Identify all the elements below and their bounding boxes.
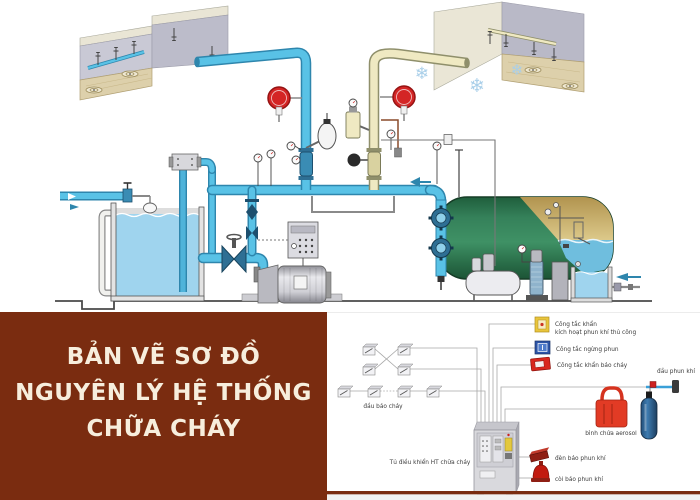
flow-arrow-icon bbox=[68, 193, 76, 200]
accelerator bbox=[345, 111, 361, 139]
snowflake-icons: ❄ ❄ ❄ bbox=[415, 61, 523, 97]
air-compressor bbox=[465, 253, 521, 301]
alarm-schematic: đầu báo cháy bbox=[327, 316, 700, 500]
fire-detector-icon bbox=[397, 363, 414, 376]
discharge-lamp-label: đèn báo phun khí bbox=[555, 455, 606, 462]
discharge-horn bbox=[531, 461, 550, 482]
stop-discharge-switch bbox=[534, 340, 551, 355]
alarm-gong-icon bbox=[267, 86, 291, 123]
title-box: BẢN VẼ SƠ ĐỒ NGUYÊN LÝ HỆ THỐNG CHỮA CHÁ… bbox=[0, 312, 327, 500]
concealed-sprinkler-icon bbox=[121, 70, 139, 78]
fire-detector-icon bbox=[367, 385, 384, 398]
water-storage-tank bbox=[110, 202, 205, 302]
control-cabinet-label: Tủ điều khiển HT chữa cháy bbox=[389, 458, 471, 466]
dry-pipe-valve bbox=[345, 98, 442, 184]
gate-valve bbox=[221, 233, 247, 274]
alarm-gong-icon bbox=[392, 85, 416, 122]
aerosol-container bbox=[595, 386, 628, 428]
snowflake-icon: ❄ bbox=[511, 61, 524, 79]
gas-nozzle-label: đầu phun khí bbox=[657, 367, 695, 375]
fire-detector-icon bbox=[362, 363, 379, 376]
discharge-horn-label: còi báo phun khí bbox=[555, 476, 603, 483]
snowflake-icon: ❄ bbox=[469, 75, 485, 97]
fire-detector-icon bbox=[397, 343, 414, 356]
ground-line bbox=[55, 300, 652, 310]
priming-tank bbox=[570, 261, 613, 303]
fire-alarm-switch bbox=[530, 356, 551, 372]
title-line-2: NGUYÊN LÝ HỆ THỐNG bbox=[15, 380, 312, 406]
ball-valve bbox=[347, 153, 361, 167]
pressure-gauge-icon bbox=[348, 98, 358, 108]
fire-pump bbox=[253, 264, 332, 304]
title-line-1: BẢN VẼ SƠ ĐỒ bbox=[66, 344, 261, 370]
pressure-gauge-icon bbox=[286, 141, 296, 151]
flow-arrow-icon bbox=[616, 273, 628, 281]
control-cabinet bbox=[473, 421, 520, 496]
air-supply-line bbox=[381, 134, 496, 266]
dry-riser-pipe bbox=[368, 48, 470, 190]
wet-alarm-valve bbox=[286, 113, 337, 180]
jockey-pump bbox=[517, 244, 548, 301]
aerosol-container-label: bình chứa aerosol bbox=[585, 430, 637, 437]
fire-detectors bbox=[337, 343, 443, 398]
fire-detector-icon bbox=[337, 385, 354, 398]
flow-arrow-icon bbox=[410, 177, 420, 187]
inlet-pipe-float-valve bbox=[60, 182, 157, 214]
piping-diagram: ❄ ❄ ❄ bbox=[55, 1, 652, 310]
concealed-sprinkler-icon bbox=[561, 82, 579, 90]
concealed-sprinkler-icon bbox=[524, 66, 542, 74]
gas-nozzle bbox=[646, 380, 679, 393]
pressure-gauge-icon bbox=[432, 141, 442, 151]
nozzle-head bbox=[672, 380, 679, 393]
ceiling-section-wet bbox=[79, 5, 229, 101]
stop-discharge-label: Công tắc ngừng phun bbox=[556, 346, 619, 353]
fire-alarm-switch-label: Công tắc khẩn báo cháy bbox=[557, 362, 628, 369]
emergency-release-label-2: kích hoạt phun khí thủ công bbox=[555, 329, 636, 336]
alarm-schematic-panel: đầu báo cháy bbox=[327, 312, 700, 500]
tank-cutaway-water bbox=[558, 240, 613, 274]
check-valve bbox=[245, 199, 259, 240]
concealed-sprinkler-icon bbox=[85, 86, 103, 94]
discharge-lamp bbox=[529, 447, 550, 463]
pressure-gauge-icon bbox=[266, 149, 276, 159]
snowflake-icon: ❄ bbox=[415, 64, 429, 84]
fire-detector-icon bbox=[426, 385, 443, 398]
gas-cylinder bbox=[640, 391, 658, 440]
bottom-divider bbox=[327, 491, 700, 495]
wet-riser-pipe bbox=[194, 47, 312, 190]
equipment-cabinet bbox=[551, 261, 569, 301]
fill-loop-vent-valve bbox=[168, 153, 202, 171]
pressure-gauge-icon bbox=[386, 129, 396, 139]
pressure-gauge-icon bbox=[291, 155, 301, 165]
overflow-pipe bbox=[98, 209, 118, 297]
feed-pipe bbox=[612, 273, 641, 292]
fire-detector-icon bbox=[397, 385, 414, 398]
title-line-3: CHỮA CHÁY bbox=[86, 416, 241, 442]
emergency-release-label-1: Công tắc khẩn bbox=[555, 321, 597, 328]
trim-pipe bbox=[311, 196, 395, 213]
emergency-release-switch bbox=[534, 316, 550, 333]
tank-internal-fittings bbox=[548, 206, 591, 245]
fire-detector-label: đầu báo cháy bbox=[363, 402, 403, 410]
floor-slab bbox=[501, 53, 585, 93]
pressure-tank bbox=[428, 149, 614, 290]
pressure-gauge-icon bbox=[517, 244, 527, 254]
ceiling-section-dry bbox=[433, 1, 585, 93]
main-header-pipe bbox=[192, 158, 447, 284]
wiring bbox=[350, 323, 651, 479]
pressure-gauge-icon bbox=[253, 153, 263, 163]
float-ball bbox=[143, 202, 157, 214]
pump-controller bbox=[258, 221, 319, 266]
flow-arrow-icon bbox=[70, 204, 79, 210]
retard-chamber bbox=[317, 122, 337, 150]
